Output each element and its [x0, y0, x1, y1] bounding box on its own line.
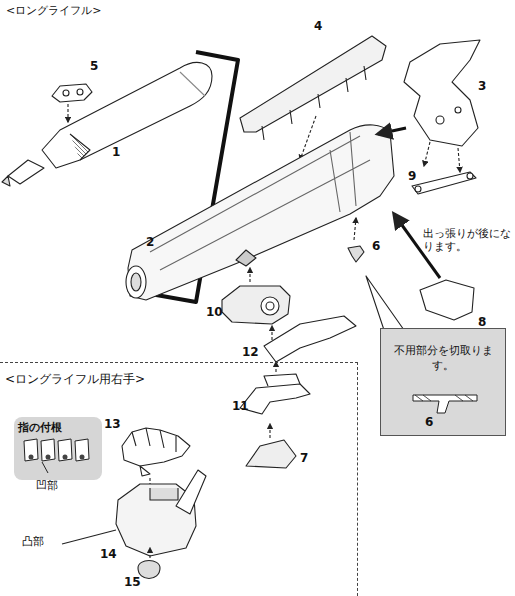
note-callout-box: 不用部分を切取ります。 6: [380, 328, 506, 436]
callout-number: 6: [425, 415, 499, 429]
note-text: 不用部分を切取ります。: [387, 343, 499, 373]
part-7: [246, 440, 296, 468]
part-14: [116, 470, 206, 556]
part-13: [122, 428, 190, 476]
part-11: [240, 384, 310, 414]
part-6: [348, 246, 364, 262]
part-2: [128, 125, 394, 300]
part-10: [222, 286, 290, 324]
callout-number: 11: [232, 400, 249, 414]
part-4: [240, 36, 386, 132]
note-text: 指の付根: [18, 420, 98, 435]
callout-number: 14: [100, 548, 117, 562]
section-heading: <ロングライフル用右手>: [5, 371, 357, 388]
callout-number: 4: [314, 20, 322, 34]
part-8: [420, 280, 474, 320]
callout-number: 3: [478, 80, 486, 94]
part-3: [404, 40, 480, 146]
section-region: <ロングライフル用右手> 指の付根: [0, 362, 358, 596]
note-label: 出っ張りが後になります。: [423, 228, 513, 253]
part-9: [412, 172, 476, 194]
callout-number: 1: [112, 146, 120, 160]
trim-detail: [393, 383, 493, 419]
part-5: [52, 84, 92, 102]
part-12: [264, 316, 356, 362]
callout-number: 7: [300, 452, 308, 466]
callout-number: 10: [206, 306, 223, 320]
note-label: 凸部: [22, 536, 44, 549]
note-label: <ロングライフル>: [6, 5, 101, 18]
part-15: [138, 561, 160, 579]
callout-number: 9: [408, 170, 416, 184]
callout-number: 15: [124, 576, 141, 590]
callout-number: 12: [242, 346, 259, 360]
callout-number: 2: [146, 236, 154, 250]
callout-number: 6: [372, 240, 380, 254]
detail-inset: 指の付根: [14, 417, 102, 480]
callout-number: 5: [90, 60, 98, 74]
callout-number: 13: [104, 418, 121, 432]
note-label: 凹部: [36, 480, 58, 493]
finger-base-sketch: [18, 435, 96, 475]
part-1: [42, 62, 212, 168]
